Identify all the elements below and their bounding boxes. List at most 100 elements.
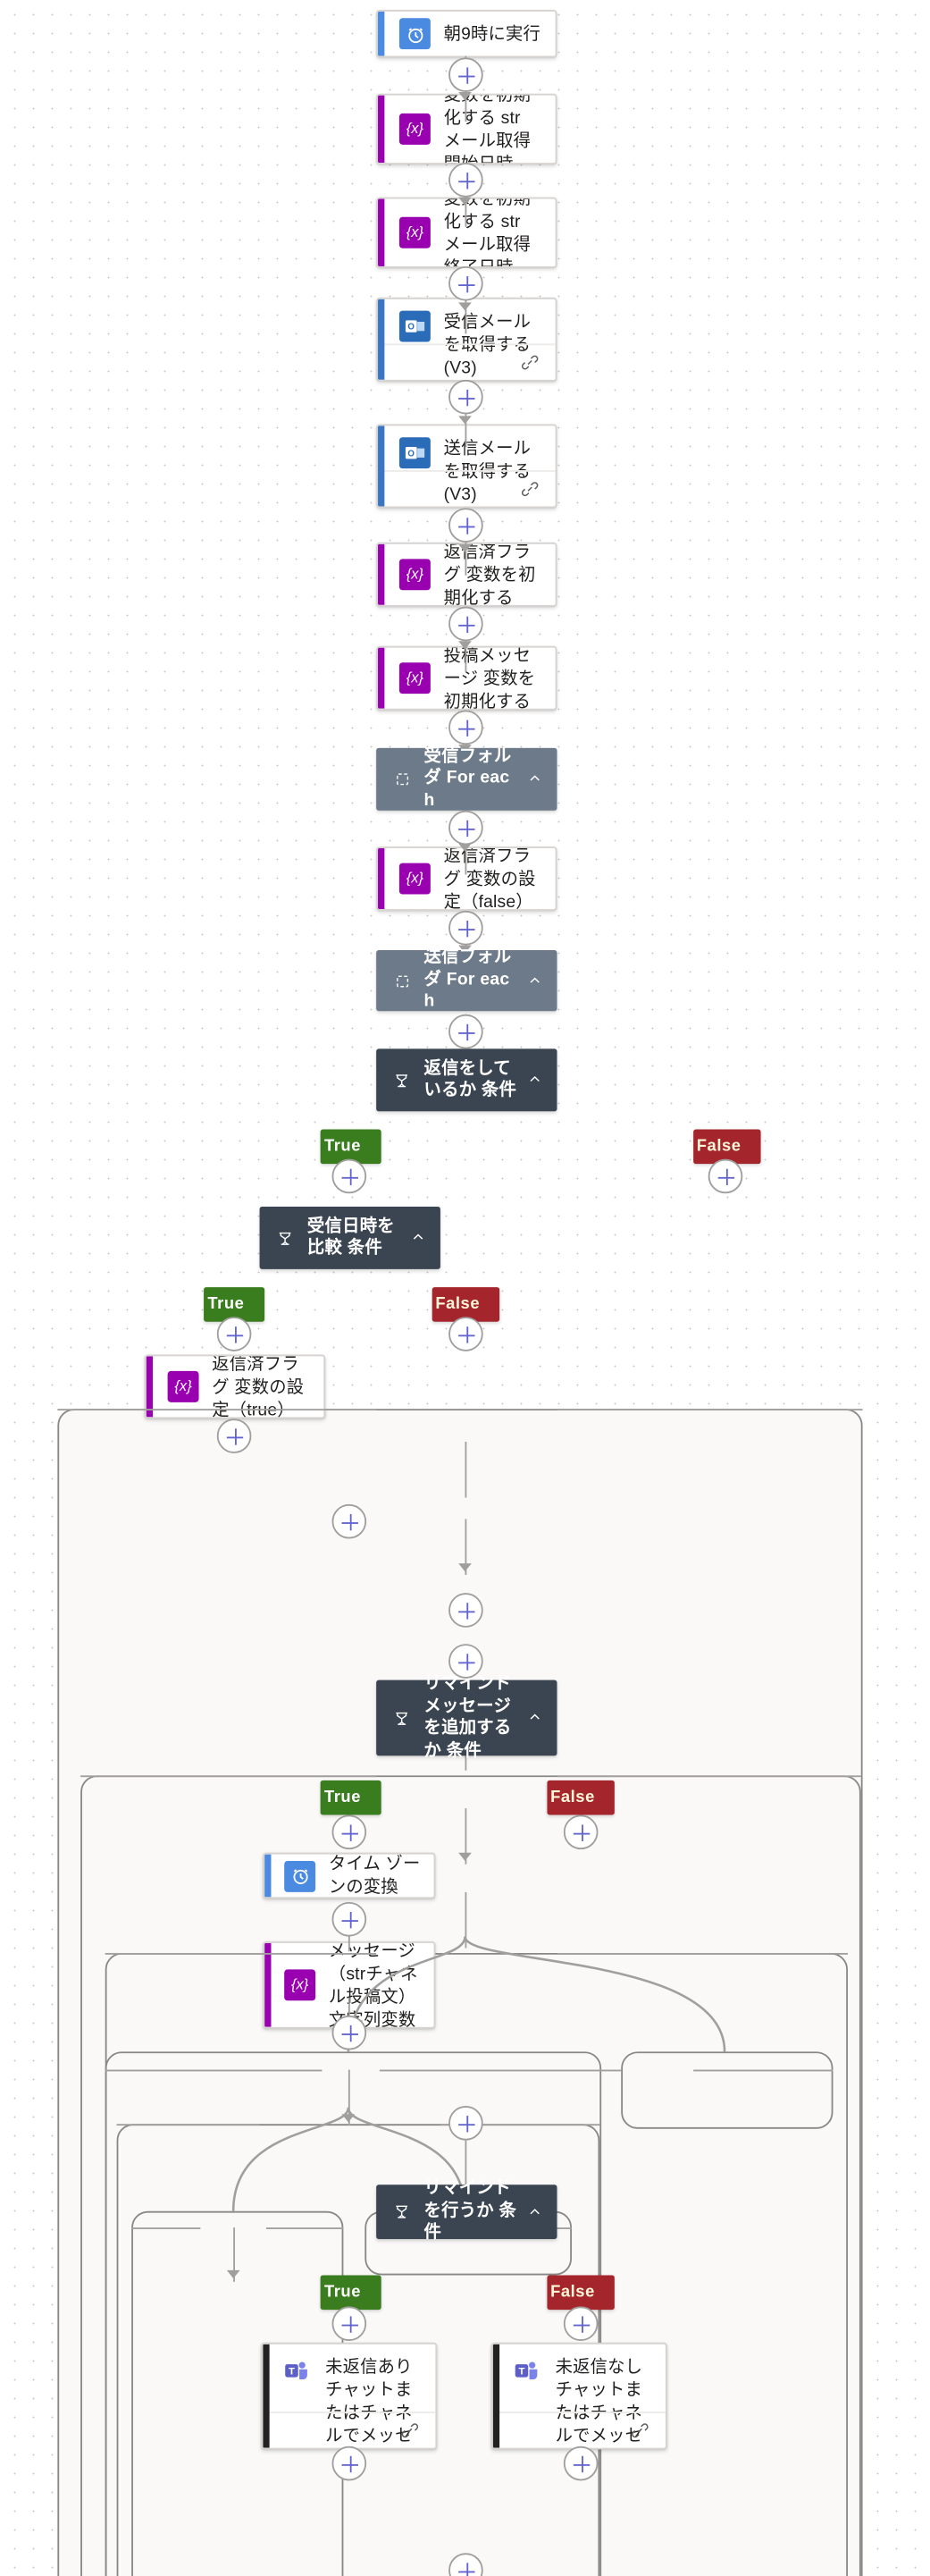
add-step-button[interactable] (448, 265, 483, 301)
svg-text:O: O (407, 323, 415, 333)
card-accent-bar (378, 848, 385, 910)
add-step-button[interactable] (448, 710, 483, 745)
add-step-button[interactable] (448, 379, 483, 415)
card-accent-bar (263, 2344, 270, 2448)
add-step-button[interactable] (331, 2015, 367, 2050)
card-accent-bar (264, 1854, 272, 1898)
branch-badge-true[interactable]: True (320, 1780, 381, 1815)
teams-icon: T (511, 2356, 542, 2387)
add-step-button[interactable] (448, 163, 483, 198)
outlook-icon: O (398, 437, 431, 469)
branch-badge-false[interactable]: False (693, 1129, 761, 1165)
card-footer (492, 2412, 666, 2447)
chevron-up-icon[interactable] (527, 1703, 542, 1732)
add-step-button[interactable] (563, 2306, 599, 2342)
connector (465, 381, 468, 448)
scope-header-foreach-inbox[interactable]: 受信フォルダ For each (376, 745, 557, 811)
add-step-button[interactable] (563, 2446, 599, 2481)
card-accent-bar (378, 95, 385, 164)
connector (465, 1519, 468, 1575)
link-icon (401, 2423, 419, 2438)
link-icon (521, 482, 539, 497)
condition-header-is-replying[interactable]: 返信をしているか 条件 (376, 1048, 557, 1112)
add-step-button[interactable] (448, 810, 483, 846)
chevron-up-icon[interactable] (527, 2197, 542, 2227)
branch-badge-false[interactable]: False (431, 1287, 500, 1322)
variable-icon: {x} (167, 1370, 199, 1402)
action-card-convert-timezone[interactable]: タイム ゾーンの変換 (263, 1852, 436, 1899)
add-step-button[interactable] (448, 2106, 483, 2141)
condition-header-do-remind[interactable]: リマインドを行うか 条件 (376, 2178, 557, 2243)
add-step-button[interactable] (331, 2446, 367, 2481)
svg-text:T: T (518, 2367, 524, 2378)
variable-icon: {x} (398, 559, 431, 591)
action-card-set-flag-true[interactable]: {x} 返信済フラグ 変数の設定（true） (144, 1354, 326, 1419)
chevron-up-icon[interactable] (527, 966, 542, 996)
arrow-head (458, 945, 472, 954)
add-step-button[interactable] (216, 1418, 252, 1453)
add-step-button[interactable] (216, 1317, 252, 1351)
branch-label: False (696, 1137, 741, 1156)
add-step-button[interactable] (448, 1317, 483, 1351)
action-card-post-teams-unreplied[interactable]: T 未返信あり チャットまたはチャネルでメッセージを投稿する (261, 2342, 438, 2450)
arrow-head (458, 1852, 472, 1861)
add-step-button[interactable] (331, 1158, 367, 1194)
svg-text:T: T (289, 2367, 295, 2378)
action-card-init-replied-flag[interactable]: {x} 返信済フラグ 変数を初期化する (376, 542, 557, 607)
branch-badge-true[interactable]: True (204, 1287, 265, 1322)
scope-header-foreach-sent[interactable]: 送信フォルダ For each (376, 947, 557, 1012)
teams-icon: T (281, 2356, 313, 2387)
outlook-icon: O (398, 310, 431, 342)
variable-icon: {x} (284, 1969, 316, 2001)
card-title: 未返信あり チャットまたはチャネルでメッセージを投稿する (325, 2357, 430, 2446)
scope-branch-false-1[interactable] (621, 2051, 834, 2129)
action-card-post-teams-no-unreplied[interactable]: T 未返信なし チャットまたはチャネルでメッセージを投稿する (490, 2342, 667, 2450)
add-step-button[interactable] (448, 508, 483, 543)
chevron-up-icon[interactable] (527, 1065, 542, 1095)
condition-title: リマインドメッセージを追加するか 条件 (423, 1673, 512, 1760)
chevron-up-icon[interactable] (411, 1223, 426, 1252)
variable-icon: {x} (398, 216, 431, 248)
card-accent-bar (378, 11, 385, 56)
card-accent-bar (378, 543, 385, 605)
add-step-button[interactable] (331, 2306, 367, 2342)
add-step-button[interactable] (448, 1593, 483, 1628)
add-step-button[interactable] (448, 910, 483, 946)
link-icon (521, 355, 539, 370)
arrow-head (458, 416, 472, 425)
arrow-head (458, 91, 472, 101)
connector (348, 2069, 351, 2126)
condition-header-add-reminder[interactable]: リマインドメッセージを追加するか 条件 (376, 1673, 557, 1760)
condition-title: 受信日時を比較 条件 (306, 1216, 395, 1258)
add-step-button[interactable] (448, 1014, 483, 1049)
variable-icon: {x} (398, 662, 431, 695)
branch-badge-false[interactable]: False (547, 2275, 615, 2311)
add-step-button[interactable] (448, 606, 483, 642)
scope-title: 受信フォルダ For each (423, 745, 512, 811)
add-step-button[interactable] (448, 1644, 483, 1679)
condition-header-compare-datetime[interactable]: 受信日時を比較 条件 (259, 1206, 440, 1269)
condition-icon (272, 1225, 297, 1250)
branch-badge-true[interactable]: True (320, 1129, 381, 1165)
chevron-up-icon[interactable] (527, 764, 542, 794)
add-step-button[interactable] (331, 1901, 367, 1937)
connector (105, 1952, 377, 1956)
arrow-head (458, 543, 472, 552)
arrow-head (458, 197, 472, 206)
branch-badge-false[interactable]: False (547, 1780, 615, 1815)
condition-title: 返信をしているか 条件 (423, 1057, 517, 1100)
arrow-head (341, 2114, 356, 2123)
add-step-button[interactable] (448, 57, 483, 92)
card-title: 変数を初期化する str メール取得 開始日時 (443, 93, 532, 164)
condition-icon (390, 1705, 415, 1730)
add-step-button[interactable] (708, 1158, 743, 1194)
connector (465, 267, 468, 334)
add-step-button[interactable] (563, 1814, 599, 1850)
add-step-button[interactable] (331, 1503, 367, 1539)
branch-badge-true[interactable]: True (320, 2275, 381, 2311)
link-icon (632, 2423, 649, 2438)
add-step-button[interactable] (448, 2553, 483, 2576)
add-step-button[interactable] (331, 1814, 367, 1850)
branch-label: True (323, 1789, 362, 1807)
